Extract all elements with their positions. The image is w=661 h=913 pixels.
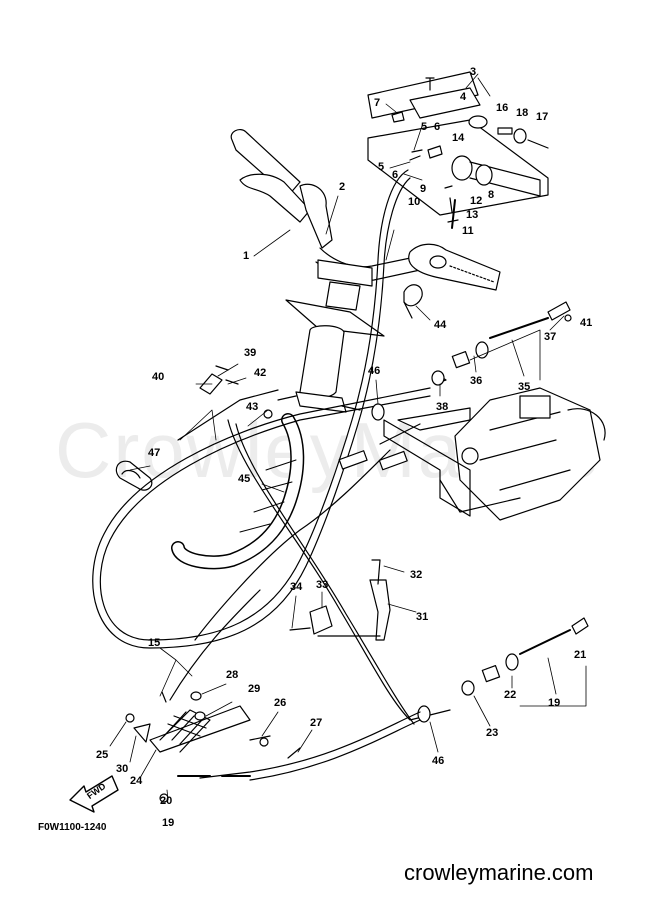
- callout-27: 27: [310, 717, 323, 729]
- callout-2: 2: [339, 181, 346, 193]
- leader-lines: [109, 73, 587, 801]
- callout-8: 8: [488, 189, 495, 201]
- callout-4: 4: [460, 91, 467, 103]
- callout-38: 38: [436, 401, 449, 413]
- cable-tie-group: [403, 284, 423, 319]
- callout-28: 28: [226, 669, 239, 681]
- callout-39: 39: [244, 347, 257, 359]
- fwd-arrow-icon: [69, 775, 119, 813]
- callout-5a: 5: [421, 121, 428, 133]
- callout-44: 44: [434, 319, 447, 331]
- website-url: crowleymarine.com: [404, 860, 594, 885]
- callout-35: 35: [518, 381, 531, 393]
- throttle-assembly-group: [367, 71, 549, 229]
- callout-21: 21: [574, 649, 587, 661]
- callout-30: 30: [116, 763, 129, 775]
- callout-10: 10: [408, 196, 421, 208]
- callout-18: 18: [516, 107, 529, 119]
- callout-3: 3: [470, 66, 477, 78]
- callout-26: 26: [274, 697, 287, 709]
- cable-fittings-bottom-right: [199, 617, 589, 781]
- callout-7: 7: [374, 97, 381, 109]
- callout-36: 36: [470, 375, 483, 387]
- carburetor-group: [383, 387, 606, 521]
- callout-40: 40: [152, 371, 165, 383]
- callout-47: 47: [148, 447, 161, 459]
- callout-22: 22: [504, 689, 517, 701]
- callout-11: 11: [462, 225, 474, 237]
- callout-17: 17: [536, 111, 549, 123]
- handlebar-group: [230, 128, 501, 311]
- callout-33: 33: [316, 579, 329, 591]
- callout-23: 23: [486, 727, 499, 739]
- callout-13: 13: [466, 209, 479, 221]
- callout-15: 15: [148, 637, 161, 649]
- callout-42: 42: [254, 367, 267, 379]
- callout-19a: 19: [548, 697, 561, 709]
- callout-41: 41: [580, 317, 593, 329]
- steering-column-group: [277, 299, 385, 413]
- callout-43: 43: [246, 401, 259, 413]
- callout-37: 37: [544, 331, 557, 343]
- callout-20: 20: [160, 795, 173, 807]
- callout-25: 25: [96, 749, 109, 761]
- cable-bundle-group: [92, 169, 451, 725]
- callout-6b: 6: [392, 169, 399, 181]
- callout-1: 1: [243, 250, 250, 262]
- callout-46b: 46: [432, 755, 445, 767]
- callout-34: 34: [290, 581, 303, 593]
- callout-32: 32: [410, 569, 423, 581]
- callout-12: 12: [470, 195, 483, 207]
- callout-31: 31: [416, 611, 429, 623]
- callout-5b: 5: [378, 161, 385, 173]
- lever-bracket-group: [125, 691, 301, 803]
- bracket-group: [289, 559, 391, 641]
- callout-9: 9: [420, 183, 427, 195]
- callout-46a: 46: [368, 365, 381, 377]
- callout-29: 29: [248, 683, 261, 695]
- figure-code: F0W1100-1240: [38, 822, 107, 833]
- callout-45: 45: [238, 473, 251, 485]
- callout-16: 16: [496, 102, 509, 114]
- callout-6a: 6: [434, 121, 441, 133]
- callout-14: 14: [452, 132, 465, 144]
- callout-19b: 19: [162, 817, 175, 829]
- callout-24: 24: [130, 775, 143, 787]
- cable-fittings-right: [338, 301, 572, 471]
